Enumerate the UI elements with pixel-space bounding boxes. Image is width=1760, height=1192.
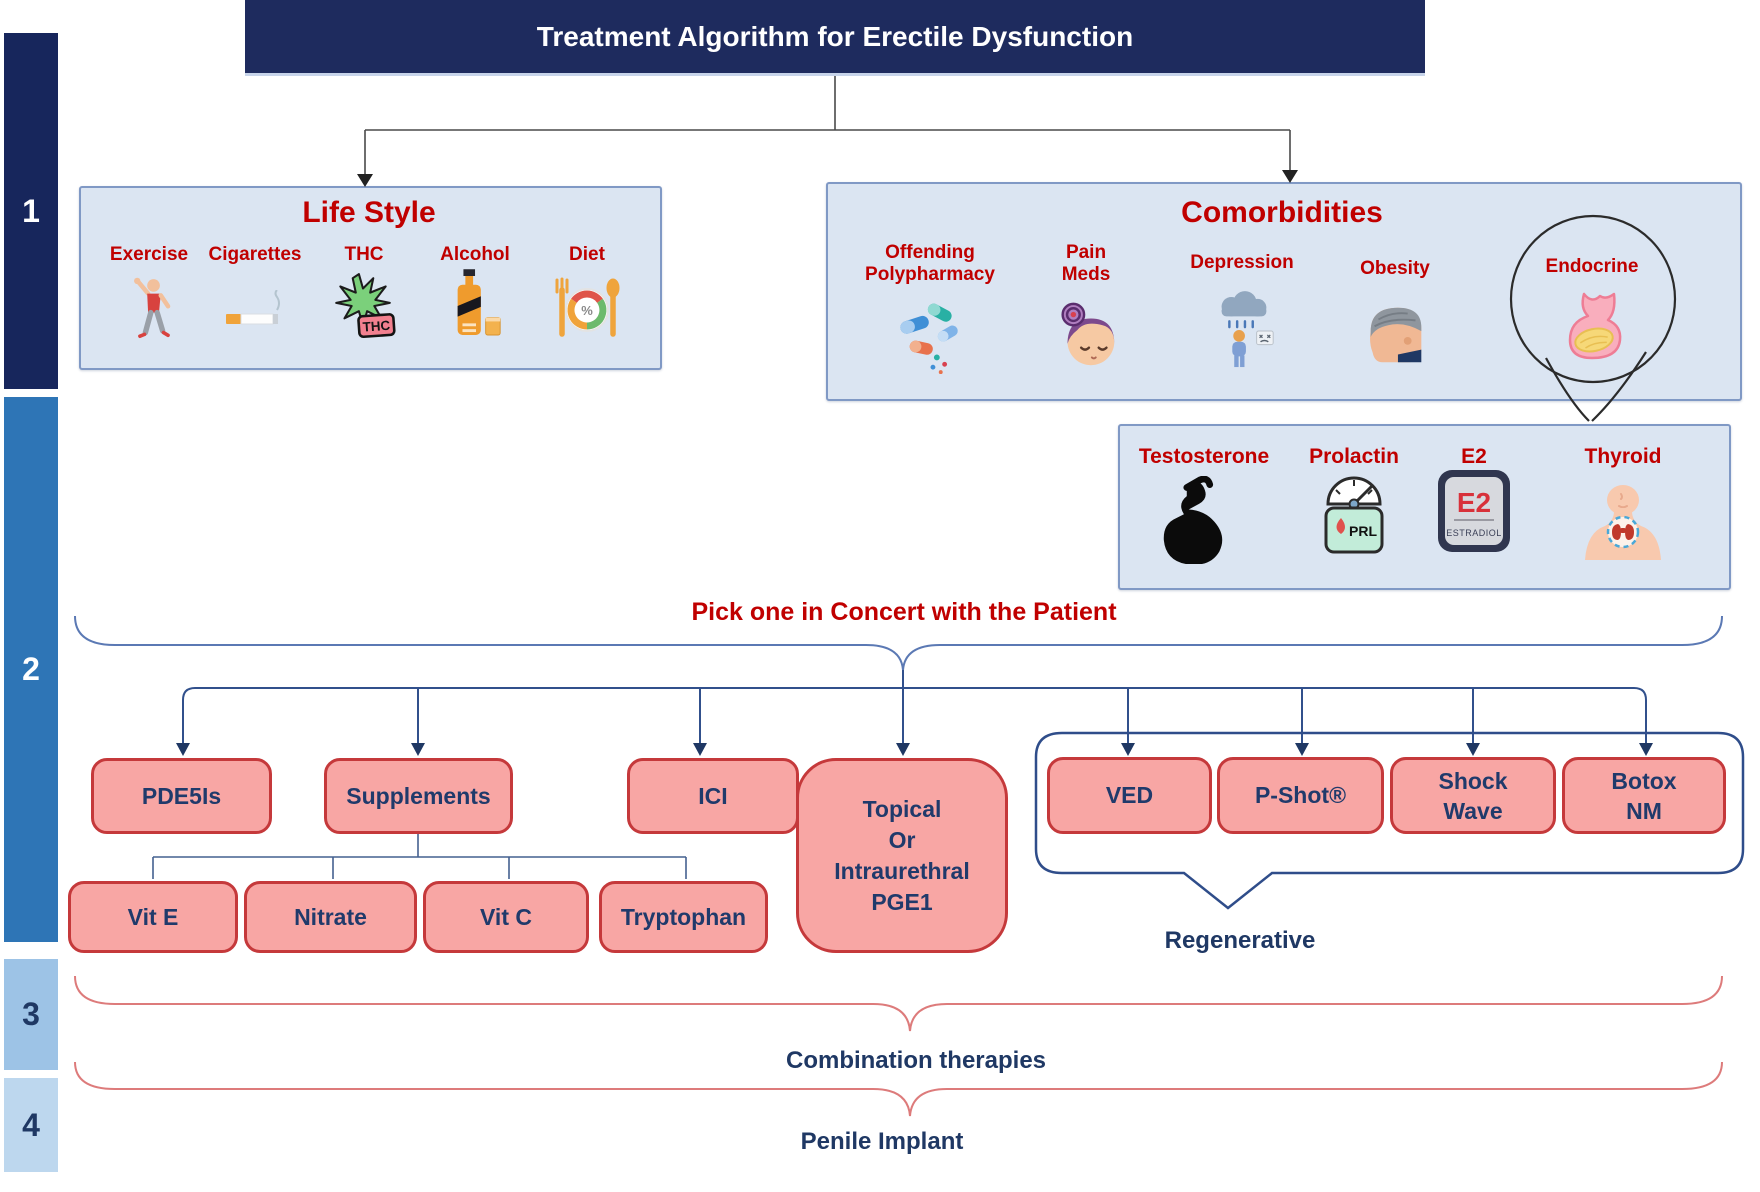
node-topical-line3: Intraurethral (834, 857, 970, 884)
node-nitrate: Nitrate (244, 881, 417, 953)
distribution-arrowheads (176, 743, 1653, 756)
node-topical-line2: Or (888, 826, 916, 853)
exercise-icon (120, 274, 178, 349)
step-3-block: 3 (4, 959, 58, 1070)
page-title: Treatment Algorithm for Erectile Dysfunc… (245, 0, 1425, 76)
pain-meds-icon (1050, 296, 1124, 381)
lifestyle-item-diet-label: Diet (569, 244, 605, 265)
e2-sign-title-text: E2 (1457, 487, 1491, 518)
e2-sign-subtitle-text: ESTRADIOL (1446, 528, 1502, 538)
endocrine-e2-label: E2 (1461, 445, 1487, 468)
endocrine-testosterone-label: Testosterone (1138, 445, 1270, 468)
lifestyle-item-alcohol-label: Alcohol (440, 244, 510, 265)
node-tryptophan-label: Tryptophan (620, 903, 747, 930)
node-vit-c-label: Vit C (480, 903, 532, 930)
node-vit-e: Vit E (68, 881, 238, 953)
node-tryptophan: Tryptophan (599, 881, 768, 953)
node-botox-line1: Botox (1611, 767, 1677, 794)
node-ved-label: VED (1105, 782, 1154, 808)
testosterone-icon (1158, 475, 1250, 569)
prl-badge-text: PRL (1349, 523, 1377, 539)
node-ici-label: ICI (698, 782, 728, 809)
diet-percent-text: % (581, 303, 593, 318)
node-botox-line2: NM (1626, 797, 1662, 824)
node-pshot: P-Shot® (1217, 757, 1384, 834)
node-supplements-label: Supplements (346, 782, 491, 809)
lifestyle-item-cigarettes-label: Cigarettes (208, 244, 302, 265)
endocrine-icon (1556, 290, 1632, 375)
distribution-lines (182, 670, 1647, 745)
comorbidity-painmeds-label: Pain Meds (1061, 242, 1111, 285)
comorbidity-obesity-label: Obesity (1360, 258, 1430, 279)
pick-one-label: Pick one in Concert with the Patient (691, 598, 1117, 626)
step-4-number: 4 (22, 1106, 40, 1143)
comorbidity-polypharmacy-label: Offending Polypharmacy (865, 242, 995, 285)
combination-brace (74, 975, 1723, 1032)
endocrine-prolactin-label: Prolactin (1309, 445, 1399, 468)
node-ved: VED (1047, 757, 1212, 834)
node-topical-pge1: Topical Or Intraurethral PGE1 (796, 758, 1008, 953)
node-ici: ICI (627, 758, 799, 834)
title-branch-lines (364, 76, 1291, 176)
polypharmacy-icon (894, 298, 968, 383)
endocrine-thyroid-label: Thyroid (1584, 445, 1662, 468)
step-1-number: 1 (22, 192, 40, 229)
lifestyle-panel (79, 186, 662, 370)
regenerative-label: Regenerative (1164, 927, 1316, 954)
lifestyle-item-thc-label: THC (344, 244, 384, 265)
node-pde5is: PDE5Is (91, 758, 272, 834)
lifestyle-item-exercise-label: Exercise (109, 244, 189, 265)
thc-badge-text: THC (362, 318, 391, 335)
comorbidities-title: Comorbidities (1181, 196, 1383, 229)
comorbidity-endocrine-label: Endocrine (1545, 256, 1639, 277)
node-vit-e-label: Vit E (127, 903, 179, 930)
node-botox-nm: Botox NM (1562, 757, 1726, 834)
step-3-number: 3 (22, 996, 40, 1032)
node-supplements: Supplements (324, 758, 513, 834)
step-2-number: 2 (22, 651, 40, 687)
thc-icon: THC (328, 272, 398, 345)
node-shockwave: Shock Wave (1390, 757, 1556, 834)
thyroid-icon (1581, 466, 1665, 565)
node-pshot-label: P-Shot® (1254, 782, 1347, 808)
diet-icon: % (549, 276, 625, 347)
node-vit-c: Vit C (423, 881, 589, 953)
node-topical-line4: PGE1 (871, 888, 933, 915)
step-1-block: 1 (4, 33, 58, 389)
supplements-subtree-lines (152, 834, 687, 879)
prolactin-icon: PRL (1314, 466, 1394, 565)
cigarette-icon (220, 289, 290, 339)
alcohol-icon (447, 266, 505, 349)
step-4-block: 4 (4, 1078, 58, 1172)
node-shockwave-line2: Wave (1443, 797, 1503, 824)
node-pde5is-label: PDE5Is (141, 782, 222, 809)
node-topical-line1: Topical (862, 795, 942, 822)
comorbidity-depression-label: Depression (1190, 252, 1294, 273)
node-nitrate-label: Nitrate (294, 903, 367, 930)
penile-implant-label: Penile Implant (800, 1128, 964, 1155)
e2-icon: E2 ESTRADIOL (1436, 468, 1512, 561)
node-shockwave-line1: Shock (1438, 767, 1508, 794)
step-2-block: 2 (4, 397, 58, 942)
depression-icon (1206, 290, 1280, 379)
lifestyle-title: Life Style (302, 196, 436, 229)
obesity-icon (1359, 298, 1433, 377)
combination-therapies-label: Combination therapies (785, 1047, 1047, 1074)
